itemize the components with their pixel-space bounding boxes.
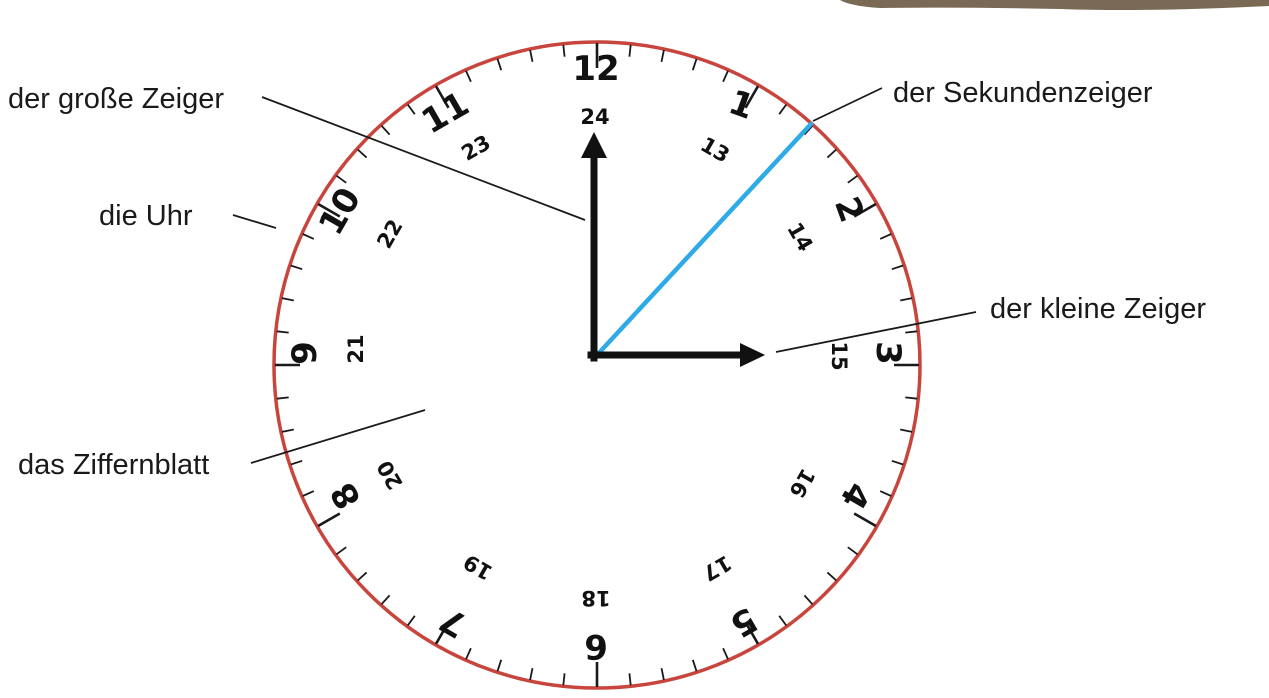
minute-tick [778, 615, 788, 627]
minute-tick [628, 44, 632, 57]
minute-ticks [275, 43, 919, 687]
minute-tick [778, 103, 788, 115]
label-dial: das Ziffernblatt [18, 449, 209, 481]
minute-tick [691, 659, 698, 672]
second-hand [594, 121, 814, 358]
hour24-numeral-21: 21 [344, 334, 368, 363]
clock-face [272, 40, 922, 690]
hour-tick [744, 85, 760, 109]
minute-tick [529, 668, 534, 681]
hour-tick [853, 512, 877, 528]
minute-tick [891, 264, 904, 271]
clock-hands [581, 121, 814, 367]
minute-tick [465, 70, 472, 83]
minute-tick [847, 174, 859, 184]
label-second-hand: der Sekundenzeiger [893, 77, 1153, 109]
hour24-numeral-15: 15 [827, 341, 851, 370]
callout-line-second-hand [812, 87, 883, 122]
minute-tick [900, 428, 913, 433]
callout-line-small-hand [775, 311, 977, 353]
minute-tick [302, 490, 315, 497]
hour24-numeral-18: 18 [581, 586, 610, 610]
minute-tick [290, 264, 303, 271]
minute-tick [562, 673, 566, 686]
label-big-hand: der große Zeiger [8, 83, 224, 115]
minute-tick [529, 49, 534, 62]
minute-tick [628, 673, 632, 686]
minute-tick [276, 330, 289, 334]
minute-tick [281, 428, 294, 433]
minute-tick [803, 125, 814, 136]
hour-tick [434, 85, 450, 109]
paper-edge [840, 0, 1269, 10]
minute-tick [826, 148, 837, 159]
minute-tick [879, 490, 892, 497]
minute-tick [660, 668, 665, 681]
minute-tick [380, 125, 391, 136]
minute-tick [879, 233, 892, 240]
hour24-numeral-24: 24 [580, 105, 609, 129]
callout-line-dial [250, 409, 426, 464]
minute-tick [905, 330, 918, 334]
minute-tick [281, 297, 294, 302]
minute-tick [660, 49, 665, 62]
minute-hand-arrowhead [581, 132, 607, 158]
minute-tick [335, 174, 347, 184]
minute-tick [290, 459, 303, 466]
hour-hand-arrowhead [740, 343, 765, 367]
minute-tick [406, 103, 416, 115]
minute-tick [722, 70, 729, 83]
callout-lines [232, 87, 977, 464]
hour-numeral-3: 3 [868, 341, 908, 365]
minute-tick [847, 546, 859, 556]
minute-tick [496, 659, 503, 672]
minute-tick [722, 647, 729, 660]
label-small-hand: der kleine Zeiger [990, 293, 1206, 325]
minute-tick [335, 546, 347, 556]
hour-numeral-9: 9 [285, 341, 325, 365]
minute-tick [900, 297, 913, 302]
minute-tick [826, 571, 837, 582]
minute-tick [562, 44, 566, 57]
minute-tick [905, 396, 918, 400]
minute-tick [496, 58, 503, 71]
minute-tick [406, 615, 416, 627]
hour-numeral-12: 12 [572, 49, 619, 89]
minute-tick [357, 148, 368, 159]
minute-tick [380, 594, 391, 605]
minute-tick [276, 396, 289, 400]
minute-tick [465, 647, 472, 660]
minute-tick [803, 594, 814, 605]
label-clock: die Uhr [99, 200, 193, 232]
hour-tick [317, 202, 341, 218]
callout-line-big-hand [261, 96, 586, 221]
hour-numeral-6: 6 [584, 626, 608, 666]
hour-tick [317, 512, 341, 528]
hour-tick [744, 621, 760, 645]
callout-line-clock [232, 214, 277, 229]
minute-tick [302, 233, 315, 240]
minute-tick [891, 459, 904, 466]
minute-tick [691, 58, 698, 71]
minute-tick [357, 571, 368, 582]
hour-tick [853, 202, 877, 218]
hour-tick [434, 621, 450, 645]
